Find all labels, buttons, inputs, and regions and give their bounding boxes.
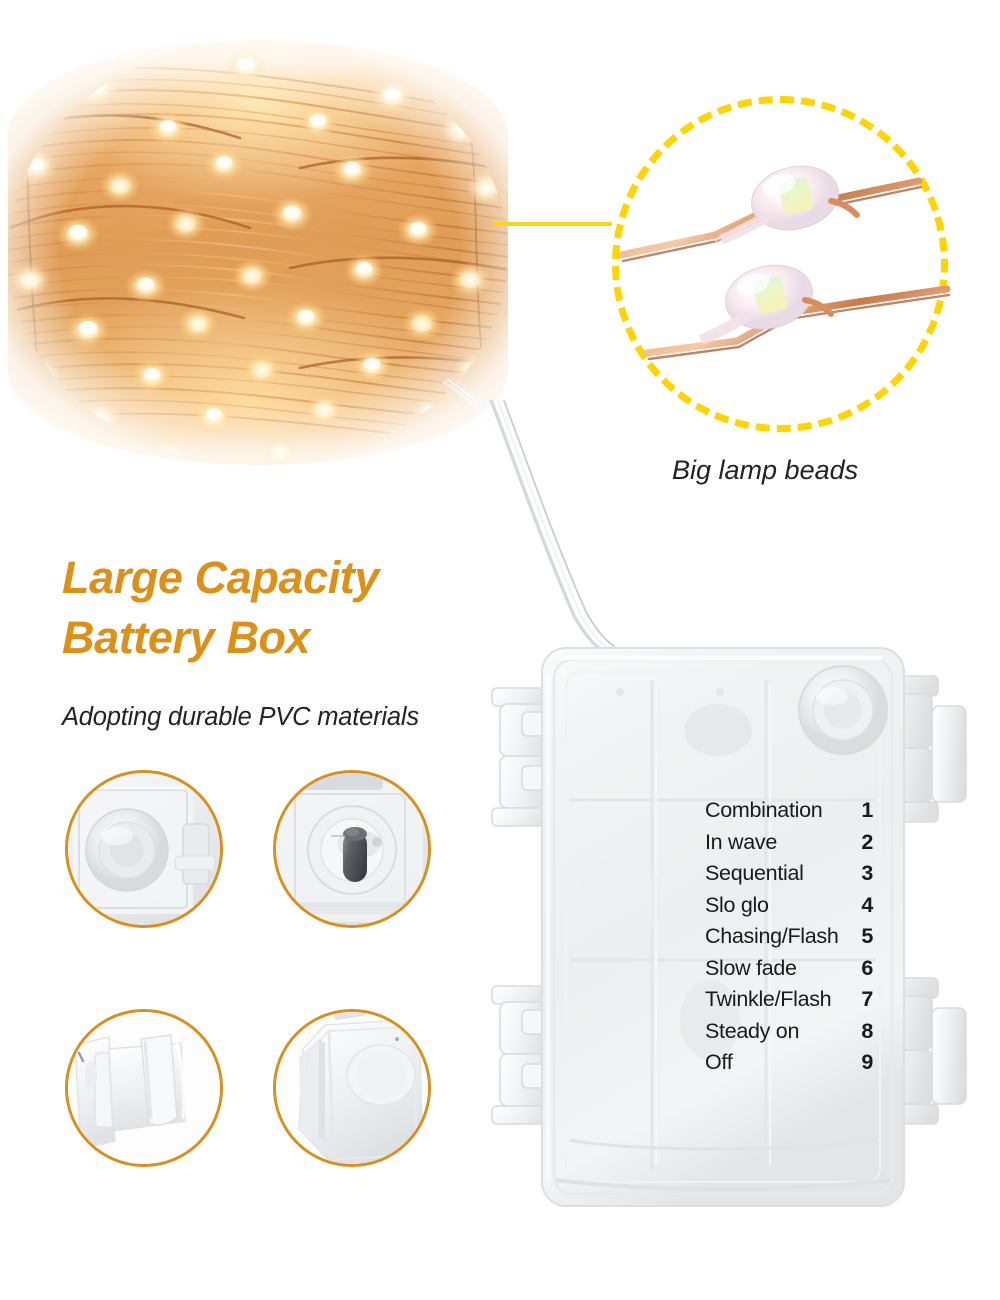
corner-photo [276, 1012, 428, 1164]
mode-number: 1 [861, 798, 873, 822]
battery-lead-wire [489, 400, 615, 652]
detail-circle-clasp [65, 1009, 223, 1167]
big-lamp-beads-callout-circle [612, 96, 951, 432]
lighting-modes-list: Combination 1 In wave 2 Sequential 3 Slo… [705, 798, 873, 1082]
mode-number: 4 [861, 892, 873, 917]
mode-number: 8 [861, 1018, 873, 1043]
mode-number: 5 [861, 924, 873, 948]
detail-circle-switch [273, 770, 431, 928]
mode-number: 2 [861, 829, 873, 854]
mode-label: In wave [705, 829, 777, 854]
mode-label: Slow fade [705, 955, 797, 980]
mode-row: Sequential 3 [705, 861, 873, 893]
mode-row: In wave 2 [705, 830, 873, 862]
mode-row: Slo glo 4 [705, 893, 873, 925]
lamp-bead-illustration [619, 165, 951, 361]
mode-row: Combination 1 [705, 798, 873, 830]
mode-row: Off 9 [705, 1050, 873, 1082]
battery-box-illustration [489, 400, 967, 1207]
battery-box-figure [470, 400, 1000, 1230]
copper-wire-coil-figure [0, 18, 520, 488]
mode-number: 3 [861, 861, 873, 885]
detail-circle-corner [273, 1009, 431, 1167]
mode-number: 7 [861, 987, 873, 1011]
lamp-bead-upper [619, 165, 923, 263]
mode-label: Slo glo [705, 892, 769, 917]
button-cover-photo [68, 773, 220, 925]
mode-number: 6 [861, 955, 873, 980]
mode-row: Chasing/Flash 5 [705, 924, 873, 956]
mode-label: Twinkle/Flash [705, 987, 832, 1011]
callout-leader-line [494, 222, 612, 226]
page-title-line2: Battery Box [62, 611, 311, 663]
page-subtitle: Adopting durable PVC materials [62, 703, 419, 731]
switch-photo [276, 773, 428, 925]
clasp-photo [68, 1012, 220, 1164]
page-title: Large Capacity Battery Box [62, 548, 482, 668]
big-lamp-beads-caption: Big lamp beads [672, 455, 859, 485]
mode-label: Sequential [705, 861, 804, 885]
mode-row: Slow fade 6 [705, 956, 873, 988]
battery-box-body [541, 647, 905, 1207]
lamp-bead-lower [643, 264, 951, 361]
mode-row: Twinkle/Flash 7 [705, 987, 873, 1019]
detail-circle-button-cover [65, 770, 223, 928]
coil-wire-strands [8, 48, 517, 466]
mode-number: 9 [861, 1050, 873, 1074]
mode-row: Steady on 8 [705, 1019, 873, 1051]
page-title-line1: Large Capacity [62, 552, 380, 603]
power-button [798, 665, 888, 755]
mode-label: Combination [705, 798, 823, 822]
mode-label: Off [705, 1050, 733, 1074]
mode-label: Steady on [705, 1018, 800, 1043]
mode-label: Chasing/Flash [705, 924, 839, 948]
